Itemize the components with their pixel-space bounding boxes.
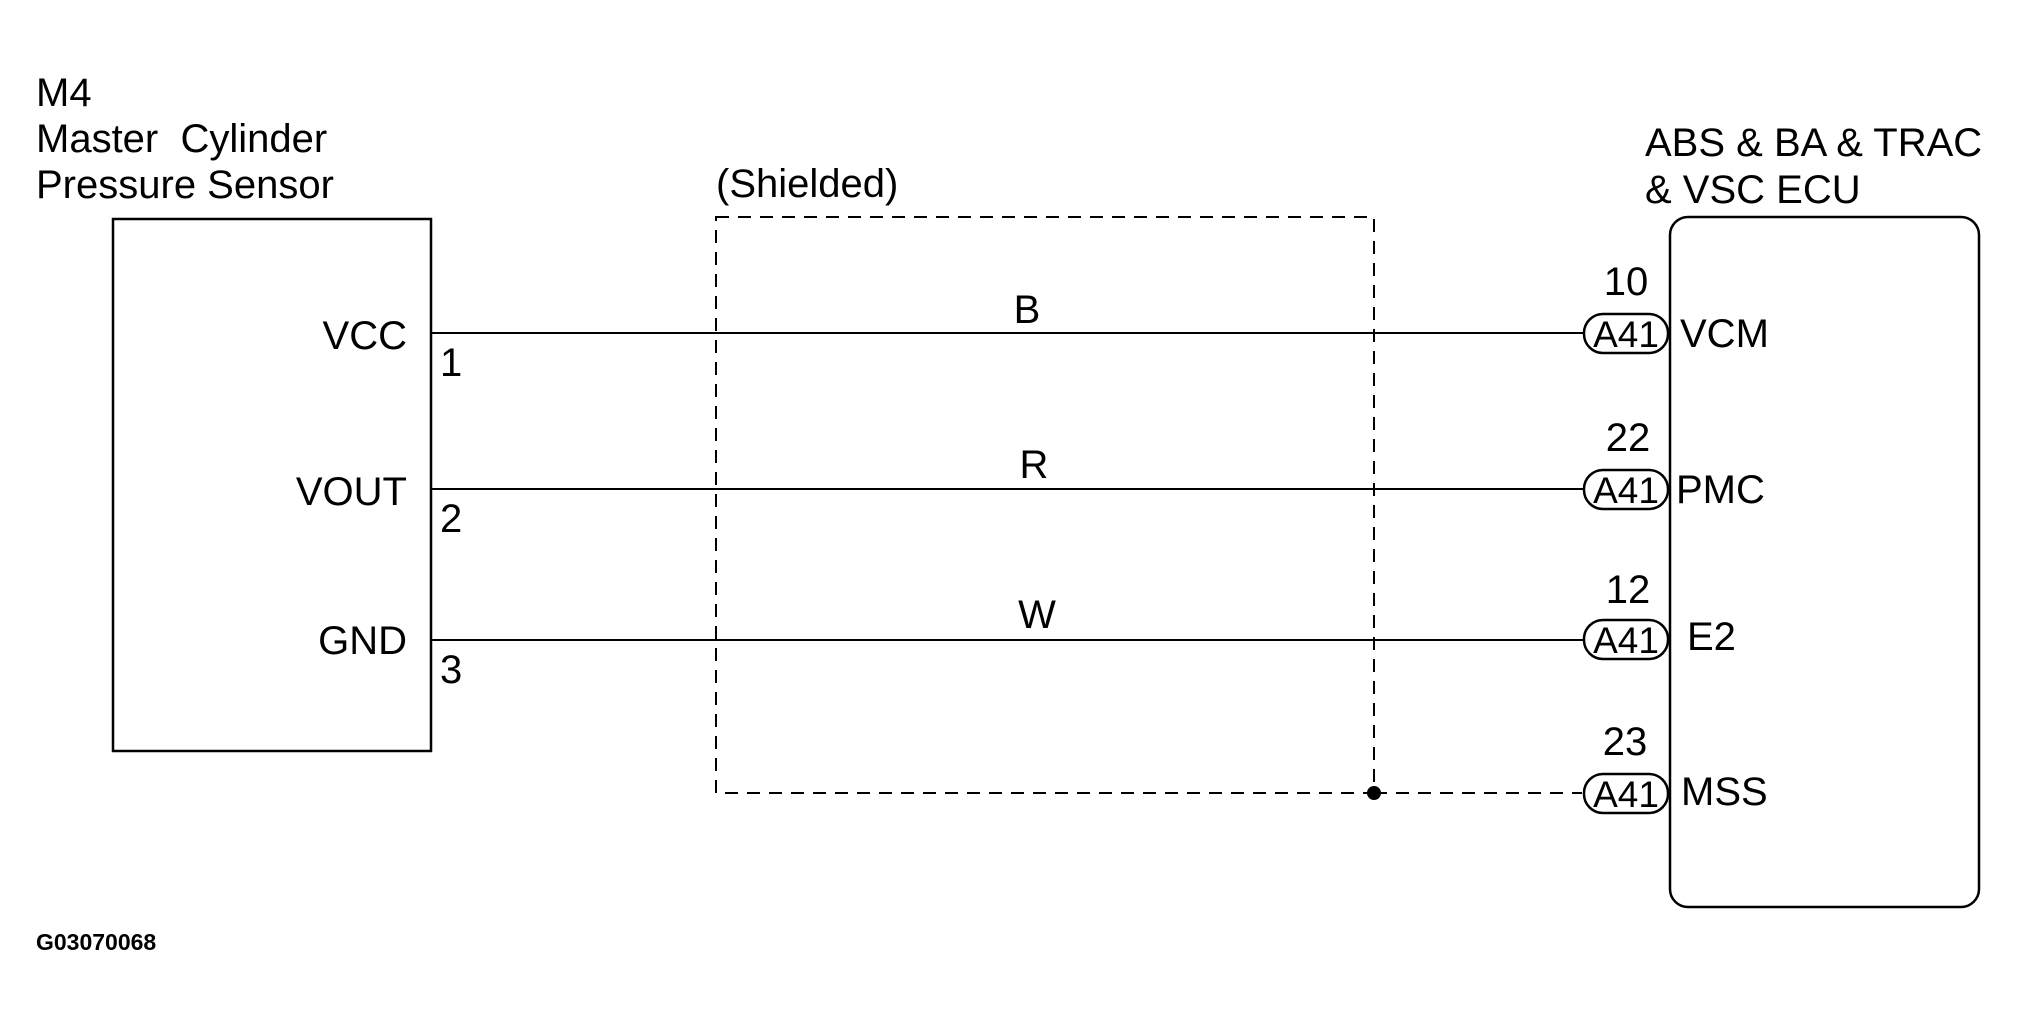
connector-a41-e2 — [1582, 618, 1670, 661]
connector-code-e2: A41 — [1593, 620, 1659, 661]
connector-a41-vcm — [1582, 312, 1670, 355]
sensor-pin-number-1: 1 — [440, 341, 462, 385]
wire-color-w: W — [1018, 593, 1056, 637]
shield-label: (Shielded) — [716, 162, 898, 206]
ecu-pin-number-10: 10 — [1604, 260, 1649, 304]
connector-code-mss: A41 — [1593, 774, 1659, 815]
ecu-terminal-e2: E2 — [1687, 615, 1736, 659]
sensor-name-line1: Master Cylinder — [36, 117, 327, 161]
sensor-code: M4 — [36, 71, 92, 115]
shield-outline — [715, 216, 1375, 794]
wire-color-b: B — [1014, 288, 1041, 332]
wire-color-r: R — [1020, 443, 1049, 487]
sensor-pin-number-2: 2 — [440, 497, 462, 541]
ecu-terminal-vcm: VCM — [1680, 312, 1769, 356]
sensor-pin-label-gnd: GND — [318, 619, 407, 663]
ecu-terminal-pmc: PMC — [1676, 468, 1765, 512]
sensor-box — [111, 217, 433, 753]
ecu-name-line1: ABS & BA & TRAC — [1645, 121, 1982, 165]
sensor-pin-label-vcc: VCC — [323, 314, 407, 358]
ecu-pin-number-22: 22 — [1606, 416, 1651, 460]
connector-a41-mss — [1582, 772, 1670, 815]
connector-code-pmc: A41 — [1593, 470, 1659, 511]
ecu-pin-number-23: 23 — [1603, 720, 1648, 764]
connector-code-vcm: A41 — [1593, 314, 1659, 355]
ecu-name-line2: & VSC ECU — [1645, 168, 1861, 212]
ecu-terminal-mss: MSS — [1681, 770, 1768, 814]
figure-code: G03070068 — [36, 929, 156, 955]
ecu-box — [1668, 215, 1981, 909]
ecu-pin-number-12: 12 — [1606, 568, 1651, 612]
sensor-name-line2: Pressure Sensor — [36, 163, 334, 207]
shield-junction-dot — [1367, 786, 1381, 800]
connector-a41-pmc — [1582, 468, 1670, 511]
sensor-pin-number-3: 3 — [440, 648, 462, 692]
sensor-pin-label-vout: VOUT — [296, 470, 407, 514]
